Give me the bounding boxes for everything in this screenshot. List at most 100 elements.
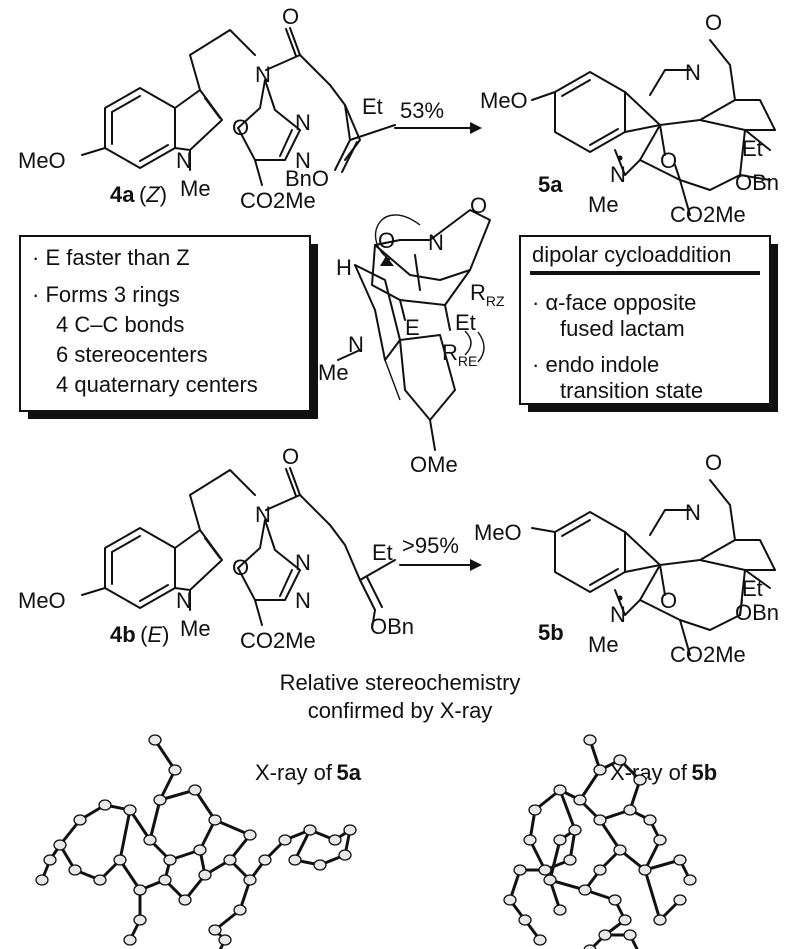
product-5a-structure xyxy=(531,39,776,216)
compound-label-5a: 5a xyxy=(538,172,563,197)
lactam-n-label-5b: N xyxy=(685,500,701,525)
xray-atom xyxy=(73,814,87,826)
xray-atom xyxy=(93,874,107,886)
amide-n-label-4b: N xyxy=(255,502,271,527)
xray-bond xyxy=(578,769,602,801)
xray-bond xyxy=(153,739,177,771)
lactam-o-label-5a: O xyxy=(705,10,722,35)
indole-n-label-4b: N xyxy=(176,588,192,613)
xray-atom xyxy=(303,824,317,836)
xray-atom xyxy=(638,864,652,876)
xray-atom xyxy=(123,934,137,946)
xray-atom xyxy=(35,874,49,886)
xray-atom xyxy=(208,924,222,936)
benzyloxy-label-5a: OBn xyxy=(735,170,779,195)
ts-methoxy-label: OMe xyxy=(410,452,458,477)
carbonyl-o-label-4a: O xyxy=(282,4,299,29)
xray-atom xyxy=(593,864,607,876)
xray-atom xyxy=(673,854,687,866)
xray-atom xyxy=(178,894,192,906)
xray-caption-line-1: Relative stereochemistry xyxy=(280,670,521,695)
xray-bond xyxy=(193,789,217,821)
benzyloxy-label-4b: OBn xyxy=(370,614,414,639)
xray-label-5a: X-ray of 5a xyxy=(255,760,362,785)
left-box-item-4: 6 stereocenters xyxy=(56,342,208,367)
ts-n-methyl-label: Me xyxy=(318,360,349,385)
xray-atom xyxy=(328,834,342,846)
xray-atom xyxy=(123,804,137,816)
left-box-item-3: 4 C–C bonds xyxy=(56,312,184,337)
ts-ester-label: E xyxy=(405,315,420,340)
xray-atom xyxy=(553,784,567,796)
xray-atom xyxy=(613,754,627,766)
xray-bond xyxy=(118,809,132,861)
n-methyl-label-5b: Me xyxy=(588,632,619,657)
xray-atom xyxy=(683,874,697,886)
n-methyl-label-4b: Me xyxy=(180,616,211,641)
ts-ethyl-label: Et xyxy=(455,310,476,335)
xray-atom xyxy=(68,864,82,876)
right-box-item-3: · endo indole xyxy=(532,352,659,377)
xray-atom xyxy=(523,834,537,846)
xray-atom xyxy=(143,834,157,846)
xray-atom xyxy=(163,854,177,866)
xray-atom xyxy=(223,854,237,866)
xray-atom xyxy=(153,794,167,806)
xray-atom xyxy=(533,934,547,946)
ts-re-label: RRE xyxy=(442,340,477,369)
compound-label-4b: 4b (E) xyxy=(110,622,169,647)
xray-structure-5b xyxy=(503,734,697,949)
xray-atom xyxy=(593,814,607,826)
xray-bond xyxy=(643,869,662,921)
xray-atom xyxy=(513,864,527,876)
xray-atom xyxy=(568,824,582,836)
left-box-item-1: · E faster than Z xyxy=(32,245,190,270)
indoline-n-label-5a: N xyxy=(610,162,626,187)
xray-atom xyxy=(543,874,557,886)
xray-bond xyxy=(558,789,577,831)
xray-atom xyxy=(338,849,352,861)
product-5b-structure xyxy=(531,479,776,656)
right-box-title: dipolar cycloaddition xyxy=(532,242,731,267)
ts-n-label: N xyxy=(428,230,444,255)
lactam-o-label-5b: O xyxy=(705,450,722,475)
indoline-n-label-5b: N xyxy=(610,602,626,627)
xray-atom xyxy=(278,834,292,846)
xray-atom xyxy=(583,734,597,746)
ethyl-label-5a: Et xyxy=(742,136,763,161)
xray-atom xyxy=(133,884,147,896)
xray-atom xyxy=(593,764,607,776)
right-box-item-2: fused lactam xyxy=(560,316,685,341)
xray-atom xyxy=(258,854,272,866)
xray-atom xyxy=(538,864,552,876)
xray-atom xyxy=(623,929,637,941)
xray-atom xyxy=(518,914,532,926)
xray-atom xyxy=(343,824,357,836)
xray-atom xyxy=(608,894,622,906)
oxadiazole-n2-label-4a: N xyxy=(295,148,311,173)
right-box-item-1: · α-face opposite xyxy=(532,290,696,315)
yield-label-top: 53% xyxy=(400,98,444,123)
bridge-o-label-5a: O xyxy=(660,148,677,173)
xray-atom xyxy=(653,914,667,926)
left-box-item-5: 4 quaternary centers xyxy=(56,372,258,397)
ester-label-4b: CO2Me xyxy=(240,628,316,653)
xray-atom xyxy=(583,944,597,949)
xray-atom xyxy=(98,799,112,811)
benzyloxy-label-4a: BnO xyxy=(285,166,329,191)
xray-atom xyxy=(573,794,587,806)
oxadiazole-o-label-4a: O xyxy=(232,115,249,140)
compound-label-5b: 5b xyxy=(538,620,564,645)
yield-label-bottom: >95% xyxy=(402,533,459,558)
ts-o-label: O xyxy=(378,228,395,253)
xray-atom xyxy=(168,764,182,776)
ethyl-label-5b: Et xyxy=(742,576,763,601)
ethyl-label-4b: Et xyxy=(372,540,393,565)
xray-atom xyxy=(563,854,577,866)
xray-atom xyxy=(233,904,247,916)
xray-atom xyxy=(243,829,257,841)
xray-atom xyxy=(198,869,212,881)
xray-atom xyxy=(188,784,202,796)
xray-atom xyxy=(643,814,657,826)
